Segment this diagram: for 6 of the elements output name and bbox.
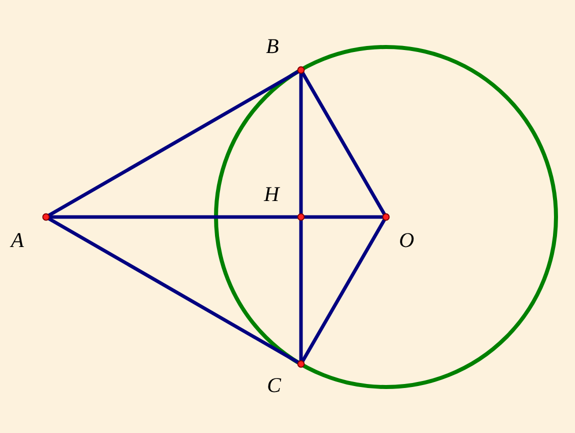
point-label: O — [399, 230, 414, 251]
point-label: A — [11, 230, 24, 251]
point-label: C — [267, 375, 282, 396]
line-segment — [301, 215, 386, 219]
point-label: H — [264, 184, 280, 205]
point-label: B — [266, 36, 279, 57]
